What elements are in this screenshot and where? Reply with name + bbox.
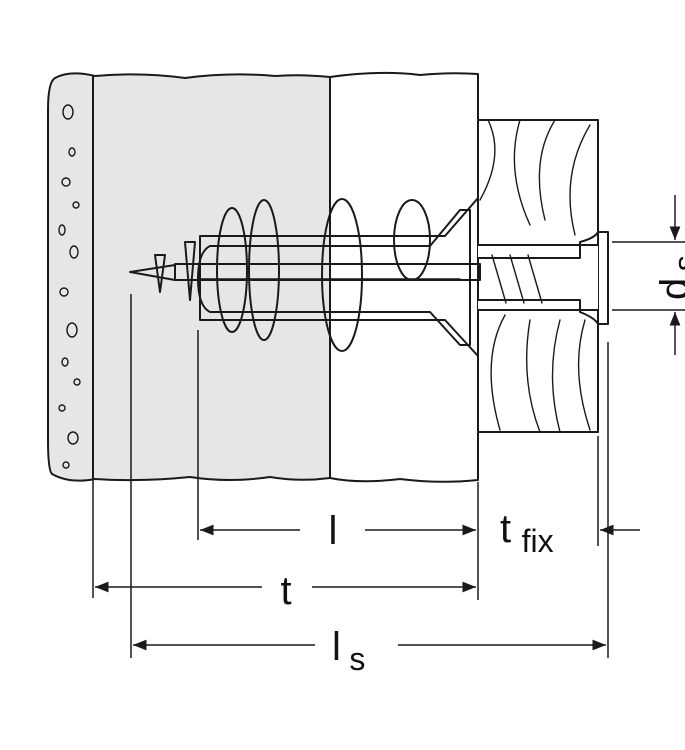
label-ds-main: d bbox=[653, 278, 685, 300]
label-ls-main: l bbox=[332, 625, 341, 669]
label-ls-sub: s bbox=[349, 641, 365, 677]
aggregate-stones bbox=[58, 104, 81, 469]
label-ds-sub: s bbox=[667, 255, 685, 271]
label-t: t bbox=[280, 569, 291, 613]
label-l: l bbox=[329, 509, 338, 553]
screw bbox=[129, 231, 609, 325]
label-ds: d s bbox=[653, 255, 685, 300]
label-t-fix-main: t bbox=[500, 507, 511, 551]
label-ls: l s bbox=[332, 625, 365, 677]
label-t-fix-sub: fix bbox=[522, 523, 554, 559]
fixture-wood bbox=[477, 119, 599, 433]
label-t-fix: t fix bbox=[500, 507, 554, 559]
extension-lines bbox=[92, 241, 685, 658]
plasterboard bbox=[329, 71, 479, 483]
